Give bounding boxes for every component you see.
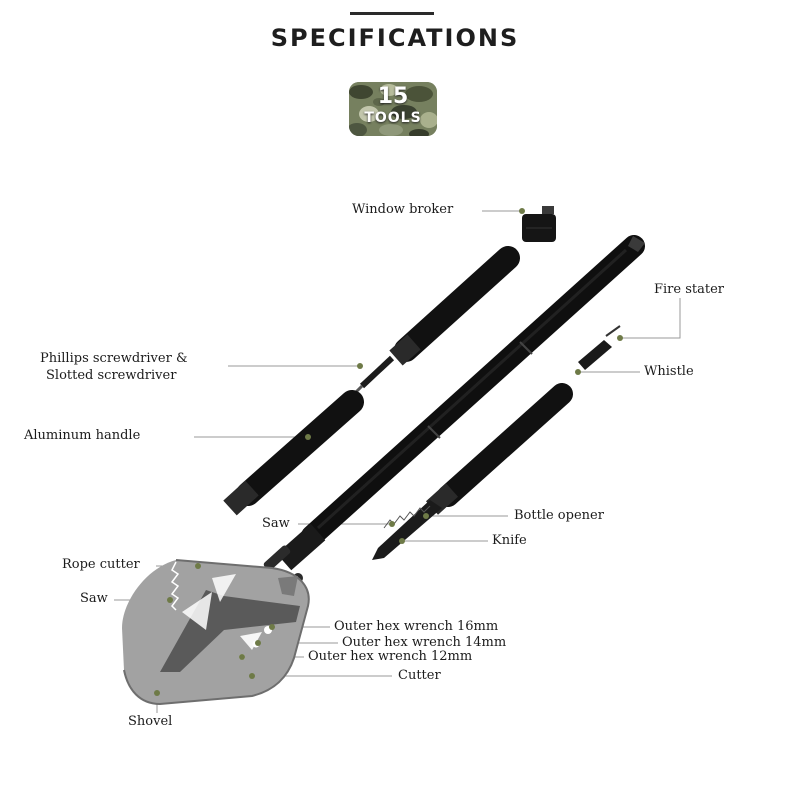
aluminum-handle-segment — [223, 390, 364, 516]
page-title: SPECIFICATIONS — [270, 24, 520, 52]
label-saw-lower: Saw — [80, 591, 108, 606]
label-fire-stater: Fire stater — [654, 282, 724, 297]
label-hex-16: Outer hex wrench 16mm — [334, 619, 499, 634]
shovel-blade — [122, 559, 310, 706]
label-shovel: Shovel — [128, 714, 173, 729]
indicator-dots — [154, 208, 623, 696]
label-aluminum-handle: Aluminum handle — [24, 428, 141, 443]
title-decor-bar — [350, 12, 434, 15]
label-whistle: Whistle — [644, 364, 694, 379]
label-phillips-line2: Slotted screwdriver — [46, 368, 177, 383]
label-window-broker: Window broker — [352, 202, 454, 217]
tools-count-word: TOOLS — [364, 110, 422, 126]
label-knife: Knife — [492, 533, 527, 548]
tools-count-badge: 15 TOOLS — [349, 82, 437, 136]
screwdriver-handle-segment — [354, 246, 520, 394]
knife-saw-blade — [372, 500, 442, 560]
camouflage-pattern-icon — [349, 82, 437, 136]
label-rope-cutter: Rope cutter — [62, 557, 140, 572]
label-cutter: Cutter — [398, 668, 441, 683]
label-hex-12: Outer hex wrench 12mm — [308, 649, 473, 664]
fire-starter-whistle — [578, 325, 621, 370]
label-saw-upper: Saw — [262, 516, 290, 531]
window-broker-cap — [522, 206, 556, 242]
label-hex-14: Outer hex wrench 14mm — [342, 635, 507, 650]
label-bottle-opener: Bottle opener — [514, 508, 604, 523]
tools-count-number: 15 — [377, 84, 409, 109]
main-pole — [301, 235, 645, 547]
label-phillips-line1: Phillips screwdriver & — [40, 351, 188, 366]
